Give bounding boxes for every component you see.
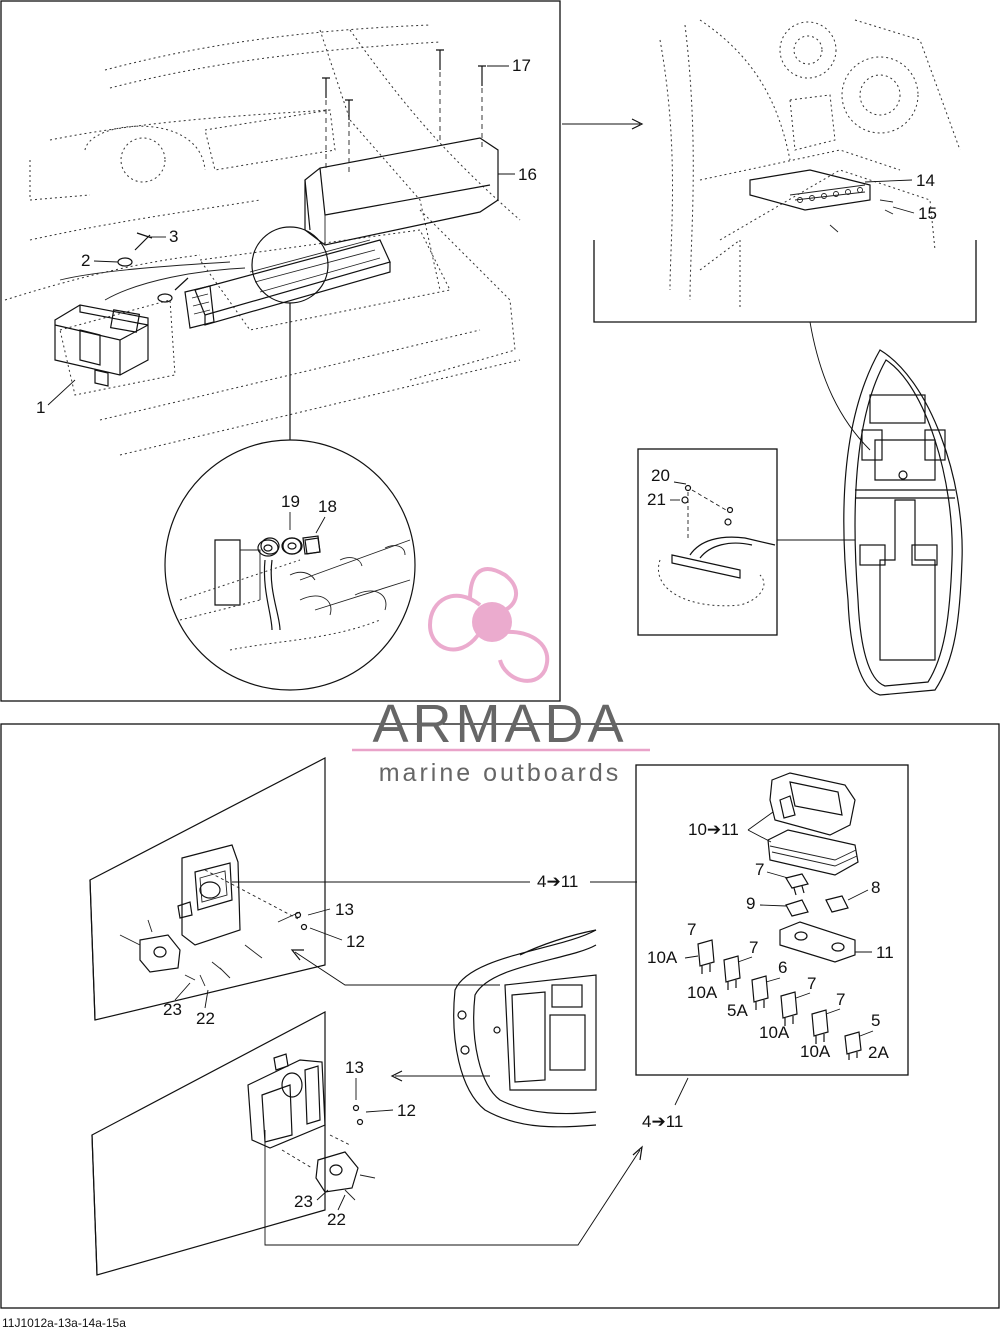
callout-fuse-5: 5 [871, 1011, 880, 1030]
callout-14: 14 [916, 171, 935, 190]
callout-fuse-10a-d: 10A [759, 1023, 790, 1042]
callout-fuse-2a: 2A [868, 1043, 889, 1062]
callout-16: 16 [518, 165, 537, 184]
callout-fuse-8: 8 [871, 878, 880, 897]
callout-kit-4-11-lower: 4➔11 [642, 1112, 683, 1131]
callout-13-lower: 13 [345, 1058, 364, 1077]
callout-17: 17 [512, 56, 531, 75]
callout-fuse-6: 6 [778, 958, 787, 977]
callout-1: 1 [36, 398, 45, 417]
propeller-logo-icon [427, 567, 550, 683]
callout-23-upper: 23 [163, 1000, 182, 1019]
callout-fuse-11: 11 [876, 943, 894, 962]
callout-fuse-7-d: 7 [807, 974, 816, 993]
callout-22-upper: 22 [196, 1009, 215, 1028]
callout-13-upper: 13 [335, 900, 354, 919]
callout-20: 20 [651, 466, 670, 485]
callout-12-lower: 12 [397, 1101, 416, 1120]
panel-boat-location: 14 15 [562, 19, 977, 696]
callout-22-lower: 22 [327, 1210, 346, 1229]
callouts-top-left: 1 2 3 16 17 19 18 [36, 56, 537, 555]
callout-fuse-10a-c: 10A [687, 983, 718, 1002]
callout-3: 3 [169, 227, 178, 246]
panel-auxiliary-fuse-holder: 13 12 23 22 4➔11 13 12 23 22 [0, 723, 1000, 1309]
callout-2: 2 [81, 251, 90, 270]
panel-fuse-box-assembly [0, 0, 561, 702]
callout-15: 15 [918, 204, 937, 223]
callout-fuse-7-top: 7 [755, 860, 764, 879]
callout-kit-4-11-upper: 4➔11 [537, 872, 578, 891]
watermark-brand: ARMADA [372, 694, 627, 754]
watermark-tagline: marine outboards [379, 759, 622, 787]
callout-fuse-7-b: 7 [687, 920, 696, 939]
callout-fuse-10a-e: 10A [800, 1042, 831, 1061]
callout-fuse-9: 9 [746, 894, 755, 913]
panel-ground-terminal-inset: 20 21 [637, 448, 855, 636]
armada-watermark: ARMADA marine outboards [352, 567, 650, 787]
callout-23-lower: 23 [294, 1192, 313, 1211]
callout-19: 19 [281, 492, 300, 511]
callout-18: 18 [318, 497, 337, 516]
callout-21: 21 [647, 490, 666, 509]
callout-12-upper: 12 [346, 932, 365, 951]
callout-fuse-10a-b: 10A [647, 948, 678, 967]
callout-kit-10-11: 10➔11 [688, 820, 739, 839]
callout-fuse-5a: 5A [727, 1001, 748, 1020]
reference-code: 11J1012a-13a-14a-15a [2, 1316, 126, 1330]
callout-fuse-7-c: 7 [749, 938, 758, 957]
callout-fuse-7-e: 7 [836, 990, 845, 1009]
